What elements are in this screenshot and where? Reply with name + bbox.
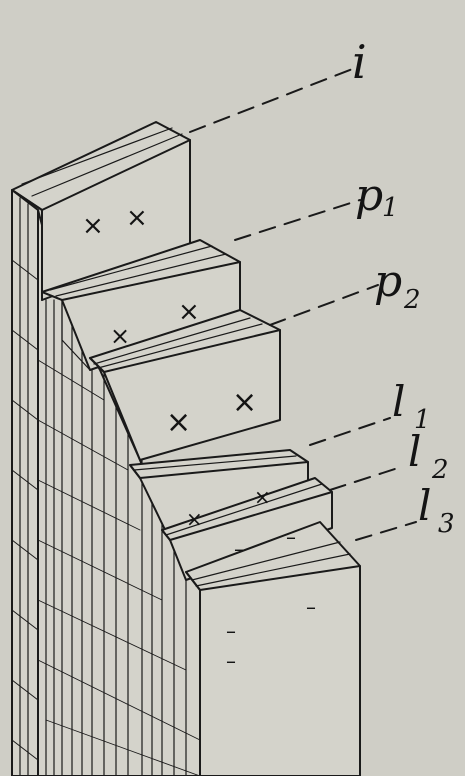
label-l1-sub: 1 [414, 405, 431, 435]
cross-mark: × [126, 203, 148, 233]
block-i [11, 121, 191, 301]
label-i: i [352, 35, 367, 89]
label-p1: p 1 [355, 170, 399, 223]
block-l1 [129, 449, 309, 541]
label-l3: l 3 [418, 481, 455, 539]
cross-mark: × [186, 507, 203, 531]
label-p1-main: p [355, 170, 383, 221]
label-i-main: i [352, 35, 367, 89]
label-l1: l 1 [392, 377, 431, 435]
label-l2-sub: 2 [431, 455, 449, 485]
block-p2 [89, 309, 281, 461]
label-p2-sub: 2 [403, 285, 421, 315]
label-l2-main: l [408, 427, 421, 476]
dash-mark: – [286, 525, 296, 549]
label-p1-sub: 1 [382, 193, 399, 223]
label-l3-sub: 3 [438, 509, 455, 539]
cross-mark: × [82, 211, 104, 241]
cross-mark: × [254, 485, 271, 509]
block-p1 [41, 239, 241, 371]
cross-mark: × [178, 297, 200, 327]
face-marks: × × × × × × × × – – – – – [82, 203, 316, 673]
dash-mark: – [226, 619, 236, 643]
figure-labels: i p 1 p 2 l 1 l 2 l 3 [352, 35, 455, 539]
cross-mark: × [110, 322, 130, 350]
label-l3-main: l [418, 481, 431, 530]
dash-mark: – [234, 537, 244, 561]
dash-mark: – [306, 595, 316, 619]
leader-lines [189, 67, 417, 541]
left-column-side [11, 189, 39, 776]
cross-mark: × [232, 385, 257, 420]
block-l2 [161, 477, 333, 581]
dash-mark: – [226, 649, 236, 673]
block-l3 [185, 521, 361, 776]
label-l2: l 2 [408, 427, 449, 485]
label-l1-main: l [392, 377, 405, 426]
label-p2: p 2 [374, 256, 421, 315]
cross-mark: × [166, 405, 191, 440]
label-p2-main: p [374, 256, 402, 307]
